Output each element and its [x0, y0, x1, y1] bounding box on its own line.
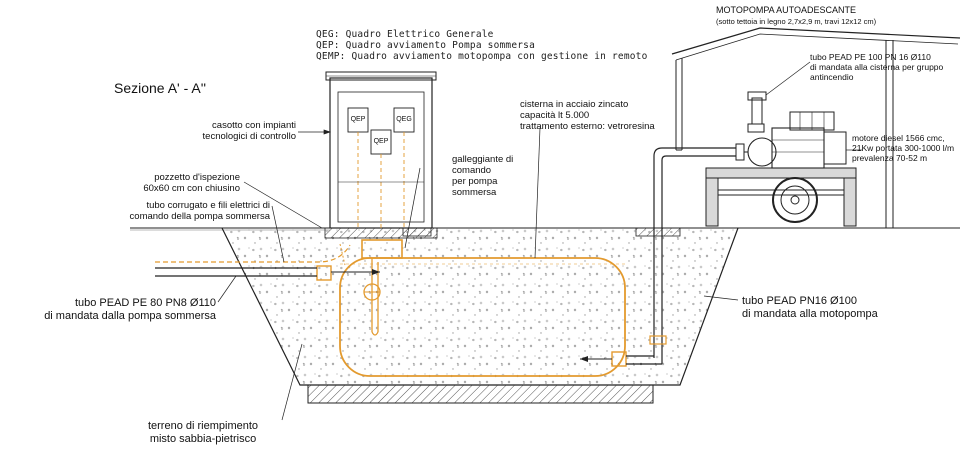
label-casotto-line2: tecnologici di controllo	[202, 131, 296, 142]
wooden-shed	[671, 27, 961, 228]
label-cisterna-line3: trattamento esterno: vetroresina	[520, 121, 655, 132]
label-terreno: terreno di riempimento misto sabbia-piet…	[128, 420, 278, 446]
label-pozzetto: pozzetto d'ispezione 60x60 cm con chiusi…	[120, 172, 240, 194]
label-tubo-corrugato-line2: comando della pompa sommersa	[129, 211, 270, 222]
label-cisterna-line1: cisterna in acciaio zincato	[520, 99, 629, 110]
label-tubo-pead-left: tubo PEAD PE 80 PN8 Ø110 di mandata dall…	[20, 297, 216, 323]
label-tubo-pead-right-line2: di mandata alla motopompa	[742, 308, 878, 320]
label-tubo-corrugato-line1: tubo corrugato e fili elettrici di	[146, 200, 270, 211]
motopump-subtitle: (sotto tettoia in legno 2,7x2,9 m, travi…	[716, 17, 877, 26]
motopump-title: MOTOPOMPA AUTOADESCANTE	[716, 5, 857, 15]
label-tubo-corrugato: tubo corrugato e fili elettrici di coman…	[104, 200, 270, 222]
leader-lines	[217, 61, 862, 421]
label-tubo-pead-right: tubo PEAD PN16 Ø100 di mandata alla moto…	[742, 295, 878, 321]
excavation-pit	[221, 227, 739, 386]
control-hut	[324, 71, 438, 239]
label-tubo-pead-top-line1: tubo PEAD PE 100 PN 16 Ø110	[810, 52, 931, 62]
legend-qep: QEP: Quadro avviamento Pompa sommersa	[316, 40, 536, 51]
label-motore: motore diesel 1566 cmc, 21Kw portata 300…	[852, 133, 954, 163]
motopump-unit	[705, 91, 857, 227]
label-tubo-pead-left-line2: di mandata dalla pompa sommersa	[44, 310, 216, 322]
label-galleggiante-line4: sommersa	[452, 187, 497, 198]
label-pozzetto-line1: pozzetto d'ispezione	[154, 172, 240, 183]
label-pozzetto-line2: 60x60 cm con chiusino	[143, 183, 240, 194]
label-tubo-pead-left-line1: tubo PEAD PE 80 PN8 Ø110	[74, 297, 216, 309]
concrete-base	[307, 384, 654, 404]
label-galleggiante-line3: per pompa	[452, 176, 498, 187]
corrugated-tube	[155, 243, 351, 266]
label-galleggiante-line2: comando	[452, 165, 492, 176]
label-tubo-pead-top: tubo PEAD PE 100 PN 16 Ø110 di mandata a…	[810, 52, 943, 82]
steel-tank	[316, 239, 627, 377]
section-title: Sezione A' - A''	[114, 80, 207, 96]
label-casotto-line1: casotto con impianti	[212, 120, 296, 131]
label-motore-line2: 21Kw portata 300-1000 l/m	[852, 143, 955, 153]
label-terreno-line1: terreno di riempimento	[147, 420, 259, 432]
panel-qep-lower: QEP	[373, 138, 389, 145]
label-tubo-pead-right-line1: tubo PEAD PN16 Ø100	[742, 295, 857, 307]
label-galleggiante-line1: galleggiante di	[452, 154, 514, 165]
legend-qemp: QEMP: Quadro avviamento motopompa con ge…	[316, 51, 648, 62]
ground-slab-right	[402, 227, 681, 237]
label-tubo-pead-top-line2: di mandata alla cisterna per gruppo	[810, 62, 944, 72]
label-galleggiante: galleggiante di comando per pompa sommer…	[452, 154, 513, 198]
label-cisterna-line2: capacità lt 5.000	[520, 110, 590, 121]
panel-qep-upper: QEP	[350, 116, 366, 123]
label-cisterna: cisterna in acciaio zincato capacità lt …	[520, 99, 655, 132]
suction-pipe-pn16	[626, 147, 736, 365]
legend-qeg: QEG: Quadro Elettrico Generale	[316, 29, 494, 40]
label-tubo-pead-top-line3: antincendio	[810, 72, 854, 82]
panel-qeg: QEG	[396, 116, 412, 123]
label-motore-line1: motore diesel 1566 cmc,	[852, 133, 945, 143]
label-terreno-line2: misto sabbia-pietrisco	[149, 433, 257, 445]
label-motore-line3: prevalenza 70-52 m	[852, 153, 928, 163]
label-casotto: casotto con impianti tecnologici di cont…	[178, 120, 296, 142]
